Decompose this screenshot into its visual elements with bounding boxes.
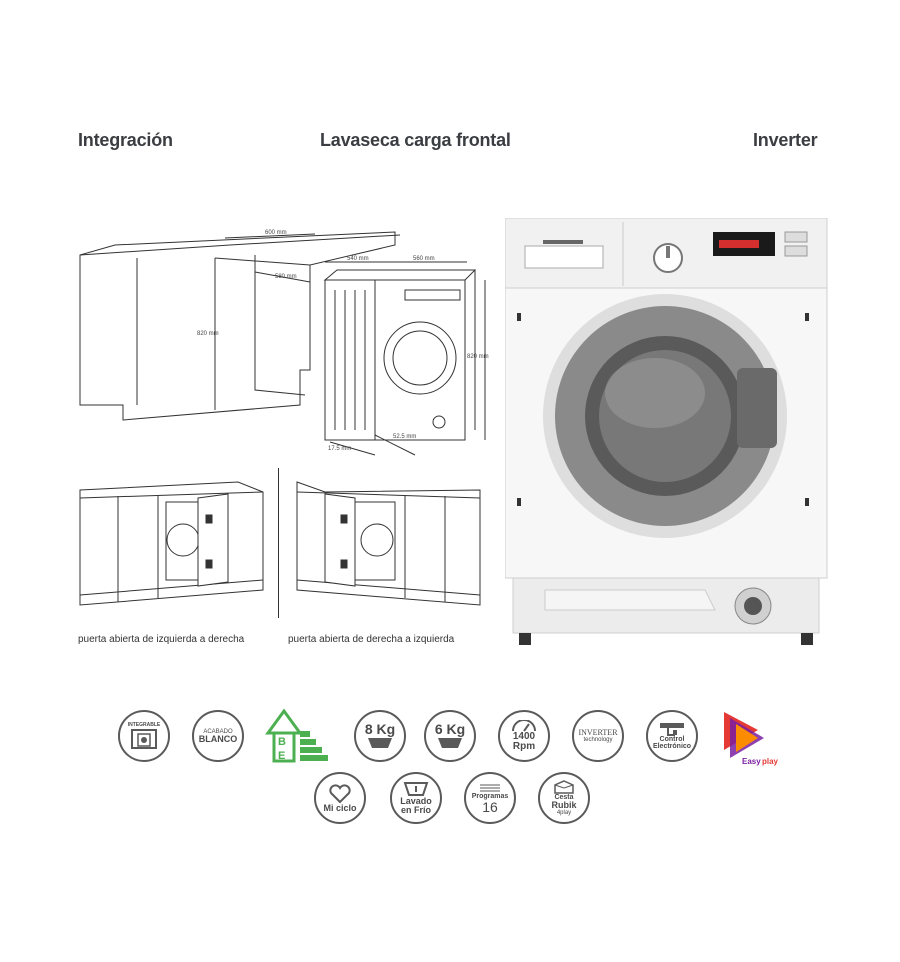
badge-lavado-label: Lavado — [400, 796, 432, 806]
badge-dry-value: 6 Kg — [434, 721, 466, 737]
dim-height-niche: 820 mm — [197, 331, 219, 337]
energy-class-icon: B E — [265, 708, 328, 763]
dim-foot: 17.5 mm — [328, 446, 351, 452]
badge-cesta-label: Cesta — [554, 794, 574, 801]
caption-left-to-right: puerta abierta de izquierda a derecha — [78, 634, 245, 645]
door-right-to-left-diagram — [296, 481, 481, 606]
badge-programas: Programas 16 — [464, 772, 516, 824]
energy-class-b: B — [278, 736, 286, 748]
door-left-to-right-diagram — [79, 481, 264, 606]
dim-width-machine: 560 mm — [413, 256, 435, 262]
badge-inverter-label: INVERTER — [578, 728, 618, 737]
badge-wash-capacity: 8 Kg — [354, 710, 406, 762]
badge-spin-value: 1400 — [512, 731, 536, 742]
dim-height-machine: 820 mm — [467, 354, 489, 360]
badge-inverter-sub: technology — [583, 737, 613, 743]
badge-cesta-value: Rubik — [551, 800, 577, 810]
badge-spin-speed: 1400 Rpm — [498, 710, 550, 762]
dim-door-offset: 52.5 mm — [393, 434, 416, 440]
dim-width-cabinet: 600 mm — [265, 230, 287, 236]
spin-gauge-icon — [512, 720, 536, 732]
energy-class-e: E — [278, 750, 285, 762]
badge-cesta-rubik: Cesta Rubik 4play — [538, 772, 590, 824]
touch-hand-icon — [660, 723, 684, 736]
caption-right-to-left: puerta abierta de derecha a izquierda — [288, 634, 455, 645]
badge-integrable-label: INTEGRABLE — [127, 721, 161, 728]
easyplay-l1: Easy — [742, 757, 761, 766]
badge-control-label: Control — [659, 736, 685, 743]
badge-mi-ciclo-label: Mi ciclo — [323, 802, 357, 813]
header-inverter: Inverter — [753, 130, 818, 150]
header-product-type: Lavaseca carga frontal — [320, 130, 511, 150]
badge-lavado-frio: Lavado en Frío — [390, 772, 442, 824]
cube-icon — [554, 780, 574, 794]
dry-tub-icon — [438, 738, 462, 748]
cold-wash-icon — [403, 782, 429, 796]
dim-depth-machine: 540 mm — [347, 256, 369, 262]
heart-icon — [329, 783, 351, 803]
badge-control: Control Electrónico — [646, 710, 698, 762]
diagram-divider — [278, 468, 279, 618]
badge-spin-unit: Rpm — [512, 741, 536, 752]
program-list-icon — [480, 784, 500, 791]
badge-dry-capacity: 6 Kg — [424, 710, 476, 762]
badge-finish-value: BLANCO — [198, 733, 238, 744]
header-integracion: Integración — [78, 130, 173, 150]
badge-lavado-sub: en Frío — [400, 805, 431, 815]
easyplay-l2: play — [762, 757, 779, 766]
badge-mi-ciclo: Mi ciclo — [314, 772, 366, 824]
wash-tub-icon — [368, 738, 392, 748]
badge-inverter: INVERTER technology — [572, 710, 624, 762]
dim-depth-niche: 580 mm — [275, 274, 297, 280]
badge-control-sub: Electrónico — [652, 743, 692, 750]
badge-cesta-sub: 4play — [556, 810, 572, 816]
badge-integrable: INTEGRABLE — [118, 710, 170, 762]
badge-programas-value: 16 — [482, 798, 498, 815]
badge-wash-value: 8 Kg — [364, 721, 396, 737]
badge-finish-label: ACABADO — [203, 728, 233, 735]
integrable-icon — [131, 728, 157, 749]
badge-programas-label: Programas — [471, 792, 509, 800]
installation-dimension-diagram: 600 mm 580 mm 820 mm 540 mm 560 mm 820 m… — [79, 230, 489, 456]
washer-product-image — [505, 218, 828, 645]
badge-finish: ACABADO BLANCO — [192, 710, 244, 762]
easyplay-logo: Easy play — [724, 712, 779, 766]
